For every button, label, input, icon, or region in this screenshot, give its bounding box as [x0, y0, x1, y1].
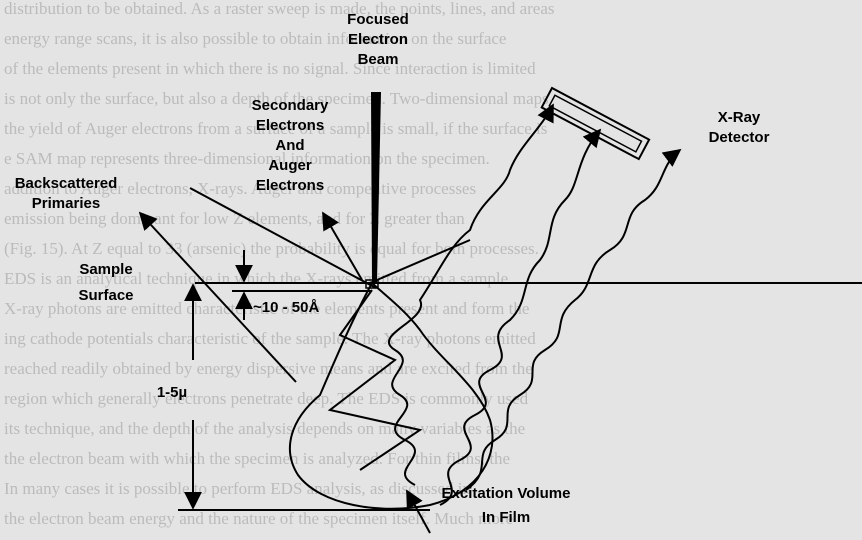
background-text-line: e SAM map represents three-dimensional i… [4, 149, 490, 168]
backscattered-label-line1: Backscattered [15, 175, 118, 192]
xray-label-line2: Detector [709, 129, 770, 146]
xray-label-line1: X-Ray [718, 109, 761, 126]
background-text-line: energy range scans, it is also possible … [4, 29, 506, 48]
surface-ray-left [189, 187, 377, 289]
depth-large-label: 1-5µ [157, 384, 187, 401]
xray-wave-3 [465, 148, 682, 491]
background-text-line: ing cathode potentials characteristic of… [4, 329, 536, 348]
secondary-label-line4: Auger [268, 157, 312, 174]
xray-detector [540, 86, 651, 161]
secondary-label-line1: Secondary [252, 97, 329, 114]
surface-label-line1: Sample [79, 261, 132, 278]
excitation-volume-outline [289, 281, 494, 510]
background-text-line: is not only the surface, but also a dept… [4, 89, 549, 108]
xray-wave-2 [439, 128, 602, 506]
backscattered-label-line2: Primaries [32, 195, 100, 212]
electron-trajectory [327, 289, 423, 471]
xray-wave-1 [387, 103, 554, 486]
background-text-line: of the elements present in which there i… [4, 59, 536, 78]
beam-label-line1: Focused [347, 11, 409, 28]
excitation-label-line1: Excitation Volume [442, 485, 571, 502]
background-text-line: its technique, and the depth of the anal… [4, 419, 525, 438]
background-text-line: region which generally electrons penetra… [4, 389, 529, 408]
background-text-line: reached readily obtained by energy dispe… [4, 359, 533, 378]
secondary-label-line5: Electrons [256, 177, 324, 194]
excitation-arrow [406, 489, 431, 534]
beam-impact-spot [365, 279, 379, 289]
background-text-line: distribution to be obtained. As a raster… [4, 0, 554, 18]
electron-beam [371, 92, 381, 282]
depth-small-label: ~10 - 50Å [253, 299, 319, 316]
beam-label-line3: Beam [358, 51, 399, 68]
secondary-label-line3: And [275, 137, 304, 154]
beam-label-line2: Electron [348, 31, 408, 48]
background-text-line: the yield of Auger electrons from a surf… [4, 119, 547, 138]
background-text-line: In many cases it is possible to perform … [4, 479, 471, 498]
secondary-label-line2: Electrons [256, 117, 324, 134]
background-text-line: addition to Auger electrons, X-rays. Aug… [4, 179, 476, 198]
background-text-line: the electron beam with which the specime… [4, 449, 510, 468]
background-text-line: the electron beam energy and the nature … [4, 509, 513, 528]
secondary-electrons-arrow [322, 211, 363, 281]
backscattered-arrow [138, 211, 297, 383]
background-bleed-text: distribution to be obtained. As a raster… [4, 0, 554, 528]
background-text-line: (Fig. 15). At Z equal to 33 (arsenic) th… [4, 239, 539, 258]
background-text-line: X-ray photons are emitted characteristic… [4, 299, 529, 318]
background-text-line: emission being dominant for low Z elemen… [4, 209, 465, 228]
excitation-label-line2: In Film [482, 509, 530, 526]
surface-label-line2: Surface [78, 287, 133, 304]
